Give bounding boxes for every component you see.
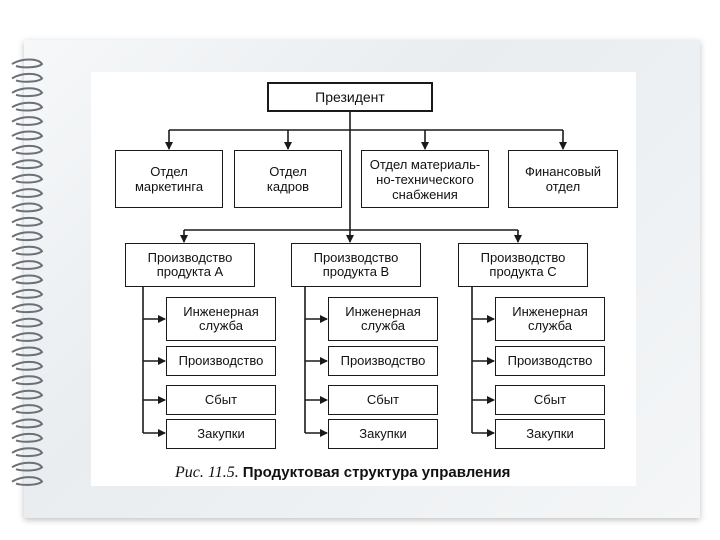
department-marketing: Отдел маркетинга (115, 150, 223, 208)
spiral-ring (11, 389, 44, 400)
department-hr: Отдел кадров (234, 150, 342, 208)
org-chart-figure: Президент Отдел маркетинга Отдел кадров … (91, 72, 636, 486)
product-c-production: Производство (495, 346, 605, 376)
spiral-ring (11, 58, 44, 69)
product-a-sales: Сбыт (166, 385, 276, 415)
spiral-ring (11, 418, 44, 429)
product-b-sales: Сбыт (328, 385, 438, 415)
product-c-purchasing: Закупки (495, 419, 605, 449)
spiral-ring (11, 404, 44, 414)
spiral-ring (11, 332, 44, 342)
product-b-purchasing: Закупки (328, 419, 438, 449)
spiral-ring (11, 375, 44, 386)
product-a-production: Производство (166, 346, 276, 376)
spiral-ring (11, 130, 44, 141)
product-a-purchasing: Закупки (166, 419, 276, 449)
spiral-ring (11, 260, 44, 270)
spiral-ring (11, 303, 44, 314)
spiral-ring (11, 144, 44, 155)
spiral-ring (11, 101, 44, 112)
spiral-ring (11, 87, 44, 98)
spiral-ring (11, 216, 44, 227)
spiral-ring (11, 202, 44, 213)
spiral-ring (11, 116, 44, 126)
figure-caption: Рис. 11.5. Продуктовая структура управле… (175, 464, 575, 482)
spiral-ring (11, 432, 44, 443)
spiral-ring (11, 447, 44, 458)
spiral-ring (11, 188, 44, 198)
product-a-engineering: Инженерная служба (166, 297, 276, 341)
product-c-engineering: Инженерная служба (495, 297, 605, 341)
president-box: Президент (267, 82, 433, 112)
spiral-ring (11, 245, 44, 256)
department-supply: Отдел материаль- но-технического снабжен… (361, 150, 489, 208)
department-finance: Финансовый отдел (508, 150, 618, 208)
spiral-ring (11, 317, 44, 328)
connector-lines (142, 112, 567, 437)
spiral-binding (11, 58, 44, 486)
spiral-ring (11, 360, 44, 371)
caption-title: Продуктовая структура управления (242, 464, 511, 481)
product-b-engineering: Инженерная служба (328, 297, 438, 341)
caption-figure-number: Рис. 11.5. (175, 464, 239, 481)
spiral-ring (11, 231, 44, 242)
product-b-production: Производство (328, 346, 438, 376)
spiral-ring (11, 173, 44, 184)
spiral-ring (11, 346, 44, 357)
product-b-box: Производство продукта В (291, 243, 421, 287)
spiral-ring (11, 159, 44, 170)
spiral-ring (11, 274, 44, 285)
spiral-ring (11, 288, 44, 299)
product-a-box: Производство продукта А (125, 243, 255, 287)
product-c-sales: Сбыт (495, 385, 605, 415)
product-c-box: Производство продукта С (458, 243, 588, 287)
spiral-ring (11, 461, 44, 472)
spiral-ring (11, 476, 44, 486)
spiral-ring (11, 72, 44, 83)
